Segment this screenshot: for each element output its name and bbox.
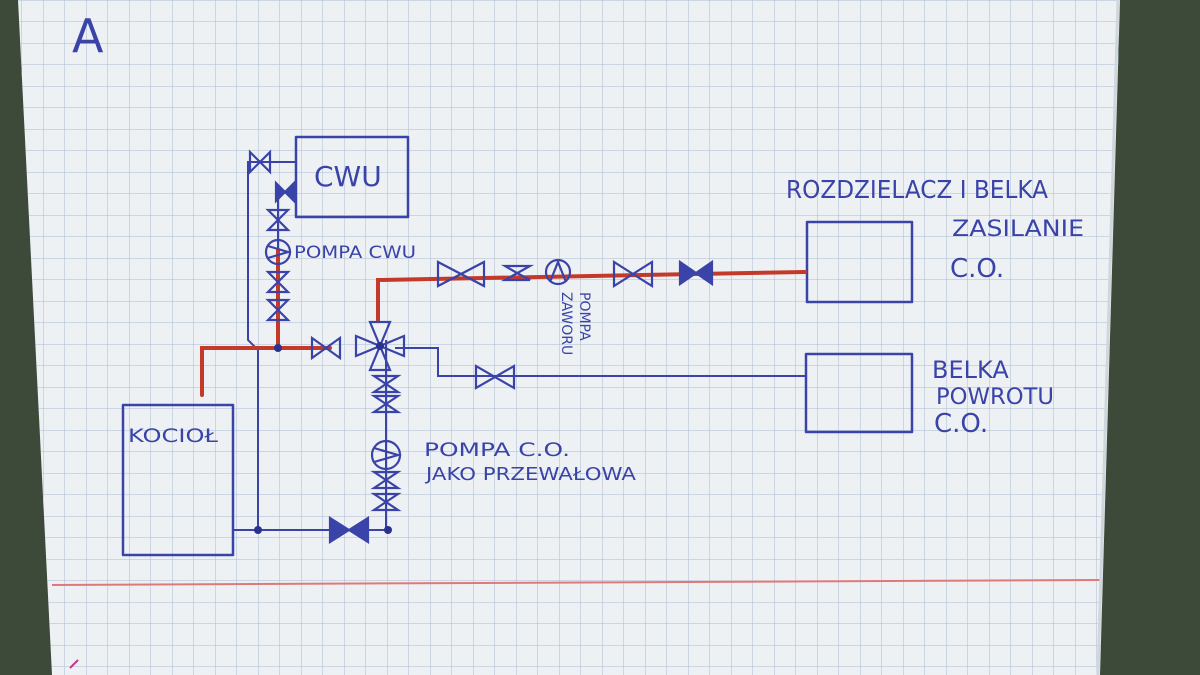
valve-cwu-top	[248, 149, 272, 175]
pompa-co-label-2: JAKO PRZEWAŁOWA	[425, 464, 637, 485]
junction-dot	[274, 344, 282, 352]
valve-cwu-down-3	[265, 298, 291, 322]
valve-co-down-4	[370, 492, 402, 512]
notebook-paper	[18, 0, 1120, 675]
valve-mixing-3way	[354, 320, 406, 372]
powrotu-box	[804, 352, 914, 434]
valve-main-horizontal	[310, 335, 342, 361]
zasilanie-box	[805, 220, 914, 304]
valve-boiler-return	[328, 516, 370, 544]
valve-supply-3	[612, 260, 654, 288]
valve-cwu-down-2	[265, 270, 291, 294]
pompa-zaworu-label-1: POMPA	[576, 292, 592, 341]
valve-supply-4	[678, 259, 714, 287]
pump-cwu-icon	[264, 238, 292, 266]
pompa-zaworu-label-2: ZAWORU	[558, 292, 574, 355]
cwu-box	[294, 135, 410, 219]
junction-dot	[376, 342, 384, 350]
pump-valve-icon	[544, 258, 572, 286]
pump-co-icon	[370, 439, 402, 471]
red-tick-mark	[69, 659, 79, 669]
zasilanie-label-1: ZASILANIE	[952, 217, 1084, 242]
kociol-label: KOCIOŁ	[128, 425, 218, 447]
belka-powrotu-label-2: POWROTU	[936, 385, 1054, 410]
valve-return-line	[474, 364, 516, 390]
pompa-cwu-label: POMPA CWU	[294, 243, 416, 263]
cwu-label: CWU	[314, 160, 382, 193]
valve-supply-2	[500, 264, 535, 282]
valve-co-down-3	[370, 470, 402, 490]
sheet-label: A	[72, 9, 104, 63]
zasilanie-label-2: C.O.	[950, 254, 1004, 284]
belka-powrotu-label-3: C.O.	[934, 409, 988, 439]
kociol-box	[121, 403, 235, 557]
junction-dot	[254, 526, 262, 534]
margin-line	[51, 579, 1101, 586]
rozdzielacz-label: ROZDZIELACZ I BELKA	[786, 175, 1048, 204]
pompa-co-label-1: POMPA C.O.	[424, 439, 570, 461]
valve-cwu-down-1	[265, 208, 291, 232]
valve-co-down-1	[370, 374, 402, 394]
belka-powrotu-label-1: BELKA	[932, 356, 1009, 384]
valve-co-down-2	[370, 394, 402, 414]
valve-supply-1	[436, 260, 486, 288]
junction-dot	[384, 526, 392, 534]
valve-cwu-out	[274, 180, 296, 204]
